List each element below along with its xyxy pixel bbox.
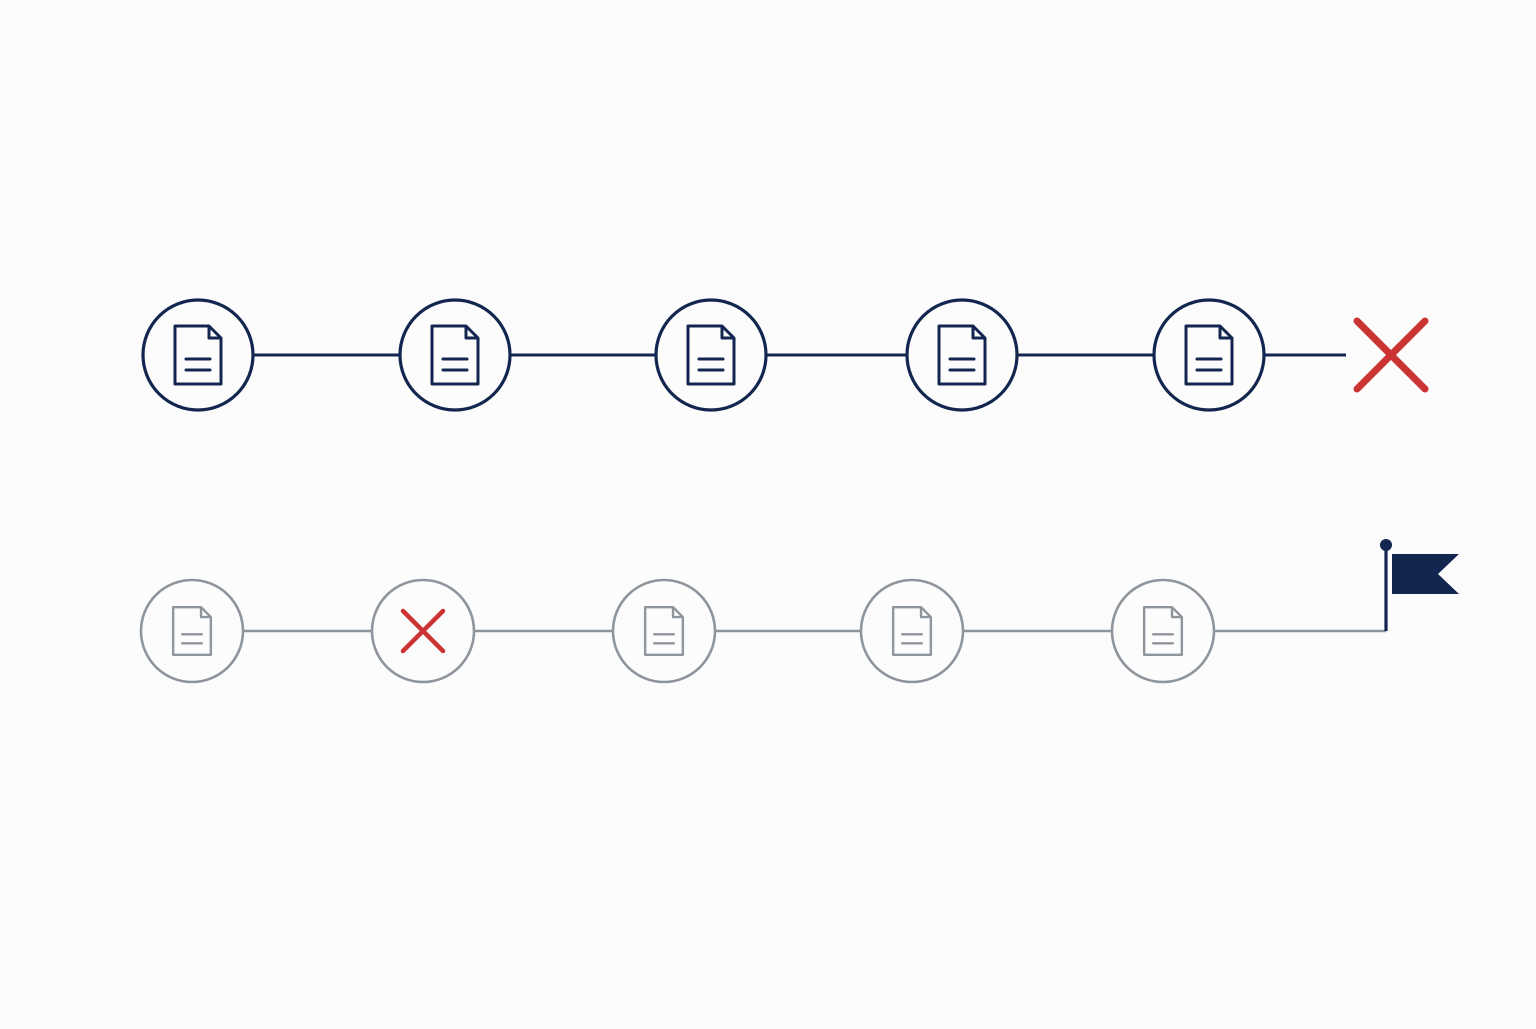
- document-icon: [430, 324, 480, 386]
- node-1-5: [1152, 298, 1266, 412]
- node-circle: [611, 578, 717, 684]
- flow-row-2: [139, 539, 1459, 684]
- end-flag-icon: [1380, 539, 1459, 631]
- document-icon: [1142, 606, 1184, 656]
- document-icon: [173, 324, 223, 386]
- end-x-mark-icon: [1353, 317, 1429, 393]
- document-icon: [937, 324, 987, 386]
- node-circle: [139, 578, 245, 684]
- node-circle: [905, 298, 1019, 412]
- document-icon: [643, 606, 685, 656]
- node-2-3: [611, 578, 717, 684]
- node-circle: [398, 298, 512, 412]
- document-icon: [686, 324, 736, 386]
- node-circle: [141, 298, 255, 412]
- x-mark-icon: [400, 608, 446, 654]
- node-circle: [1152, 298, 1266, 412]
- node-2-5: [1110, 578, 1216, 684]
- node-circle: [654, 298, 768, 412]
- document-icon: [891, 606, 933, 656]
- node-1-1: [141, 298, 255, 412]
- node-2-4: [859, 578, 965, 684]
- flow-row-1: [141, 298, 1429, 412]
- document-icon: [1184, 324, 1234, 386]
- node-1-3: [654, 298, 768, 412]
- node-1-2: [398, 298, 512, 412]
- node-1-4: [905, 298, 1019, 412]
- document-icon: [171, 606, 213, 656]
- node-circle: [859, 578, 965, 684]
- node-2-1: [139, 578, 245, 684]
- node-2-2: [370, 578, 476, 684]
- node-circle: [1110, 578, 1216, 684]
